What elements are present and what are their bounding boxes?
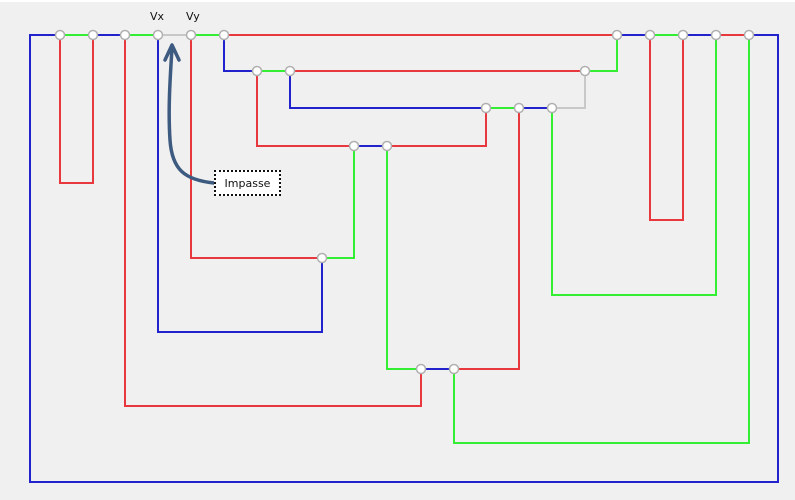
vertex-node[interactable] <box>348 140 360 152</box>
vertex-node[interactable] <box>185 29 197 41</box>
vertex-node[interactable] <box>87 29 99 41</box>
edge-red <box>454 108 520 370</box>
edge-green <box>386 146 421 370</box>
edge-blue <box>223 35 257 72</box>
vertex-node[interactable] <box>251 65 263 77</box>
edge-green <box>453 35 750 444</box>
vertex-node[interactable] <box>119 29 131 41</box>
edges <box>29 34 779 483</box>
edge-green <box>322 146 355 259</box>
vertex-node[interactable] <box>579 65 591 77</box>
vertex-label-vy: Vy <box>186 10 200 23</box>
vertex-node[interactable] <box>513 102 525 114</box>
edge-green <box>551 35 717 296</box>
edge-blue <box>289 71 486 109</box>
vertex-node[interactable] <box>316 252 328 264</box>
edge-blue <box>29 34 779 483</box>
vertex-node[interactable] <box>480 102 492 114</box>
vertex-node[interactable] <box>415 363 427 375</box>
vertex-node[interactable] <box>546 102 558 114</box>
vertex-node[interactable] <box>218 29 230 41</box>
edge-red <box>124 35 422 407</box>
vertex-node[interactable] <box>710 29 722 41</box>
edge-green <box>585 35 618 72</box>
vertex-node[interactable] <box>54 29 66 41</box>
edge-red <box>59 35 94 184</box>
vertex-node[interactable] <box>611 29 623 41</box>
edge-red <box>190 35 322 259</box>
vertex-node[interactable] <box>448 363 460 375</box>
edge-gray <box>552 71 586 109</box>
vertex-node[interactable] <box>152 29 164 41</box>
vertex-label-vx: Vx <box>150 10 165 23</box>
vertex-node[interactable] <box>381 140 393 152</box>
nodes <box>54 29 755 375</box>
impasse-arrow <box>167 46 216 185</box>
edge-red <box>649 35 684 221</box>
impasse-callout: Impasse <box>214 170 281 196</box>
vertex-node[interactable] <box>644 29 656 41</box>
arrowhead-icon <box>163 43 181 62</box>
top-border <box>0 0 795 2</box>
vertex-node[interactable] <box>284 65 296 77</box>
vertex-node[interactable] <box>743 29 755 41</box>
edge-blue <box>157 35 323 333</box>
vertex-node[interactable] <box>677 29 689 41</box>
edge-red <box>387 108 487 147</box>
edge-red <box>256 71 354 147</box>
